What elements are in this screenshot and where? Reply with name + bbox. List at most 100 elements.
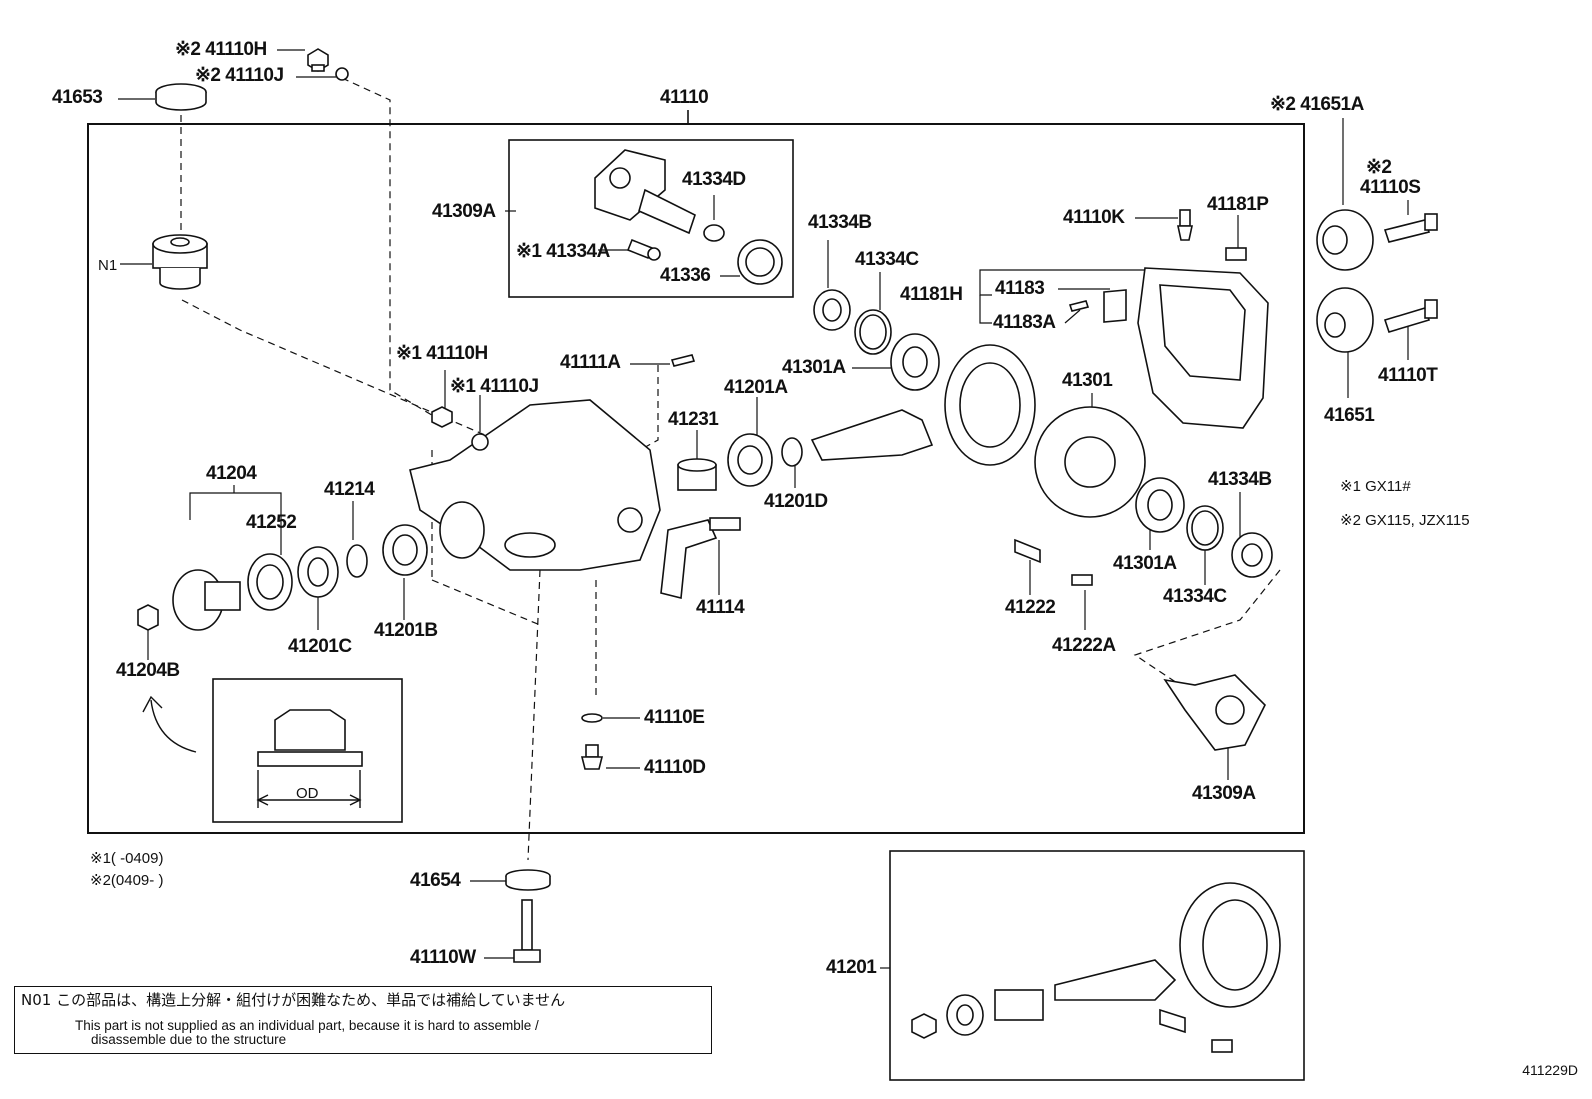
label-41110H-top[interactable]: ※2 41110H — [175, 39, 267, 60]
bearing-41201B — [382, 524, 428, 576]
nut-od — [257, 709, 363, 767]
inset-box-41201 — [889, 850, 1305, 1081]
label-N1[interactable]: N1 — [98, 257, 118, 274]
gear-set-41201 — [911, 882, 1281, 1053]
footnote-1: ※1( -0409) — [90, 850, 164, 867]
label-41654[interactable]: 41654 — [410, 870, 461, 891]
label-41309A-top[interactable]: 41309A — [432, 201, 496, 222]
label-41651A[interactable]: ※2 41651A — [1270, 94, 1364, 115]
notice-english-1: This part is not supplied as an individu… — [75, 1018, 539, 1033]
bearing-41334B-top — [813, 289, 851, 331]
label-41110E[interactable]: 41110E — [644, 707, 705, 728]
notice-japanese: N01 この部品は、構造上分解・組付けが困難なため、単品では補給していません — [21, 991, 566, 1009]
bolt-41110S — [1383, 213, 1438, 243]
washer-41110J-top — [335, 67, 349, 81]
label-41653[interactable]: 41653 — [52, 87, 103, 108]
label-41110[interactable]: 41110 — [660, 87, 709, 108]
plug-41110D — [580, 744, 604, 770]
cap-41653 — [155, 83, 207, 111]
label-41214[interactable]: 41214 — [324, 479, 375, 500]
bolt-41334A — [626, 238, 661, 261]
lock-plate-41222 — [1014, 538, 1041, 564]
label-41201[interactable]: 41201 — [826, 957, 877, 978]
label-41204B[interactable]: 41204B — [116, 660, 180, 681]
label-41336[interactable]: 41336 — [660, 265, 711, 286]
plug-41110K — [1177, 209, 1193, 241]
bearing-41301A-bot — [1135, 477, 1185, 533]
label-41110D[interactable]: 41110D — [644, 757, 706, 778]
label-41201A[interactable]: 41201A — [724, 377, 788, 398]
label-41110S[interactable]: 41110S — [1360, 177, 1421, 198]
label-41301[interactable]: 41301 — [1062, 370, 1113, 391]
label-41181P[interactable]: 41181P — [1207, 194, 1269, 215]
label-41252[interactable]: 41252 — [246, 512, 297, 533]
label-41110K[interactable]: 41110K — [1063, 207, 1125, 228]
bolt-41110T — [1383, 299, 1438, 333]
label-41334A[interactable]: ※1 41334A — [516, 241, 610, 262]
label-41309A-bot[interactable]: 41309A — [1192, 783, 1256, 804]
cap-41651A — [1316, 209, 1374, 271]
race-41334C-top — [854, 309, 892, 355]
label-41334B-bot[interactable]: 41334B — [1208, 469, 1272, 490]
curved-arrow — [142, 695, 197, 753]
parts — [137, 48, 1438, 1053]
bolt-41183A — [1068, 300, 1090, 312]
label-41334B-top[interactable]: 41334B — [808, 212, 872, 233]
label-41301A-top[interactable]: 41301A — [782, 357, 846, 378]
race-41334C-bot — [1186, 505, 1224, 551]
label-41111A[interactable]: 41111A — [560, 352, 621, 373]
flange-41309A-bottom — [1163, 674, 1266, 751]
label-41201D[interactable]: 41201D — [764, 491, 828, 512]
label-41301A-bot[interactable]: 41301A — [1113, 553, 1177, 574]
notice-box: N01 この部品は、構造上分解・組付けが困難なため、単品では補給していません T… — [14, 986, 712, 1054]
label-41110S-mark: ※2 — [1366, 157, 1392, 178]
label-41222[interactable]: 41222 — [1005, 597, 1056, 618]
label-od: OD — [296, 785, 319, 802]
inset-box-od — [212, 678, 403, 823]
label-41181H[interactable]: 41181H — [900, 284, 963, 305]
label-41110J-top[interactable]: ※2 41110J — [195, 65, 284, 86]
label-41183A[interactable]: 41183A — [993, 312, 1056, 333]
drive-pinion — [810, 409, 934, 461]
notice-english-2: disassemble due to the structure — [91, 1032, 287, 1047]
label-41110W[interactable]: 41110W — [410, 947, 476, 968]
footnote-2: ※2(0409- ) — [90, 872, 164, 889]
legend-note-2: ※2 GX115, JZX115 — [1340, 512, 1470, 529]
label-41201C[interactable]: 41201C — [288, 636, 352, 657]
label-41110H-mid[interactable]: ※1 41110H — [396, 343, 488, 364]
shim-41201D — [781, 437, 803, 467]
label-41651[interactable]: 41651 — [1324, 405, 1375, 426]
label-41201B[interactable]: 41201B — [374, 620, 438, 641]
bearing-41201C — [297, 546, 339, 598]
label-41110T[interactable]: 41110T — [1378, 365, 1438, 386]
spacer-41231 — [677, 458, 717, 491]
inset-box-41309A — [508, 139, 794, 298]
gasket-41110E — [581, 713, 603, 723]
label-41334D[interactable]: 41334D — [682, 169, 746, 190]
label-41222A[interactable]: 41222A — [1052, 635, 1116, 656]
bushing-N1 — [152, 234, 208, 290]
bolt-41181P — [1225, 247, 1247, 261]
bolt-41114 — [709, 517, 741, 531]
cover-41181H — [1137, 267, 1269, 429]
snap-ring-41334D — [703, 224, 725, 242]
bolt-41110W — [513, 899, 541, 963]
label-41334C-bot[interactable]: 41334C — [1163, 586, 1227, 607]
label-41183[interactable]: 41183 — [995, 278, 1045, 299]
cap-41651 — [1316, 287, 1374, 353]
seal-41252 — [247, 553, 293, 611]
nut-41204B — [137, 604, 159, 631]
label-41204[interactable]: 41204 — [206, 463, 257, 484]
label-41114[interactable]: 41114 — [696, 597, 745, 618]
seal-41336 — [737, 239, 783, 285]
label-41231[interactable]: 41231 — [668, 409, 719, 430]
diagram-code: 411229D — [1522, 1062, 1578, 1078]
bolt-41222A — [1071, 574, 1093, 586]
label-41334C-top[interactable]: 41334C — [855, 249, 919, 270]
bearing-cap — [660, 519, 718, 600]
ring-gear-41301 — [944, 344, 1036, 466]
label-41110J-mid[interactable]: ※1 41110J — [450, 376, 539, 397]
assembly-frame-41110 — [87, 123, 1305, 834]
plug-41110H-mid — [431, 406, 453, 428]
